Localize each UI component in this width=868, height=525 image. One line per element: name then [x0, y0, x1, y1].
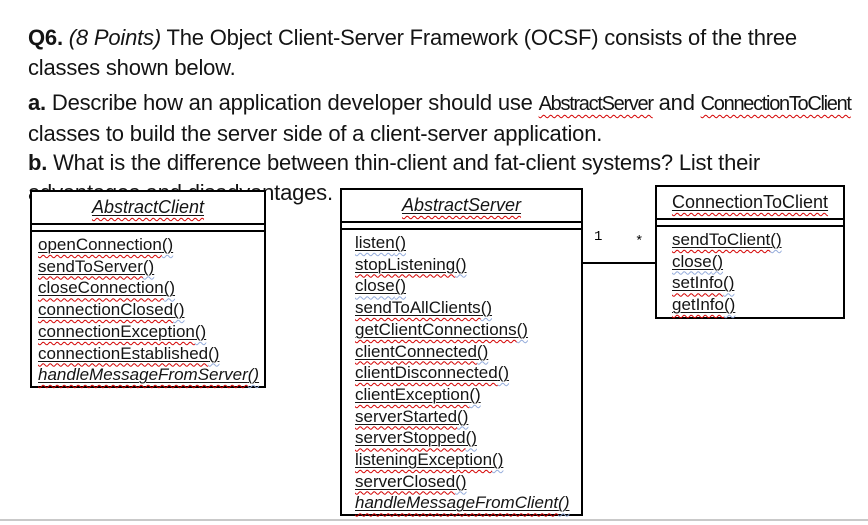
attributes-compartment: [32, 225, 264, 232]
part-b-label: b.: [28, 150, 48, 175]
method-list-abstractserver: listen() stopListening()close()sendToAllC…: [342, 230, 581, 514]
method-serverStopped: serverStopped(): [355, 428, 477, 448]
method-close: close(): [672, 251, 724, 271]
class-ref-connectiontoclient: ConnectionToClient: [700, 93, 852, 115]
method-serverStarted: serverStarted(): [355, 406, 469, 426]
method-handleMessageFromClient: handleMessageFromClient(): [355, 493, 570, 513]
method-getClientConnections: getClientConnections(): [355, 319, 528, 339]
question-points: (8 Points): [68, 25, 161, 50]
class-box-connectiontoclient: ConnectionToClient sendToClient() close()…: [655, 185, 845, 319]
method-clientConnected: clientConnected(): [355, 341, 489, 361]
class-title-abstractserver: AbstractServer: [342, 190, 581, 223]
method-openConnection: openConnection(): [38, 235, 174, 254]
method-close: close(): [355, 276, 407, 296]
method-sendToAllClients: sendToAllClients(): [355, 298, 493, 318]
part-a-text-before: Describe how an application developer sh…: [51, 90, 533, 115]
method-connectionClosed: connectionClosed(): [38, 300, 185, 320]
attributes-compartment: [657, 220, 843, 227]
method-listeningException: listeningException(): [355, 450, 504, 470]
method-handleMessageFromServer: handleMessageFromServer(): [38, 365, 260, 385]
method-connectionException: connectionException(): [38, 321, 207, 341]
method-clientDisconnected: clientDisconnected(): [355, 363, 510, 383]
method-sendToClient: sendToClient(): [672, 230, 782, 249]
question-text: The Object Client-Server Framework (OCSF…: [28, 25, 797, 80]
method-serverClosed: serverClosed(): [355, 471, 467, 491]
method-list-abstractclient: openConnection() sendToServer()closeConne…: [32, 232, 264, 386]
class-box-abstractclient: AbstractClient openConnection() sendToSer…: [30, 190, 266, 388]
multiplicity-one: 1: [594, 229, 603, 245]
method-setInfo: setInfo(): [672, 273, 735, 293]
method-clientException: clientException(): [355, 384, 481, 404]
question-number: Q6.: [28, 25, 63, 50]
association-line: [583, 262, 655, 264]
method-getInfo: getInfo(): [672, 295, 736, 315]
part-a: a. Describe how an application developer…: [28, 88, 868, 149]
method-connectionEstablished: connectionEstablished(): [38, 343, 220, 363]
method-stopListening: stopListening(): [355, 254, 467, 274]
page-edge-line: [0, 519, 868, 521]
part-a-text-between: and: [658, 90, 695, 115]
part-a-label: a.: [28, 90, 46, 115]
class-ref-abstractserver: AbstractServer: [538, 93, 654, 115]
class-title-connectiontoclient: ConnectionToClient: [657, 187, 843, 220]
class-title-abstractclient: AbstractClient: [32, 192, 264, 225]
method-listen: listen(): [355, 233, 407, 252]
multiplicity-many: *: [635, 234, 644, 250]
method-list-connectiontoclient: sendToClient() close()setInfo()getInfo(): [657, 227, 843, 316]
method-sendToServer: sendToServer(): [38, 256, 155, 276]
attributes-compartment: [342, 223, 581, 230]
class-box-abstractserver: AbstractServer listen()stopListening()cl…: [340, 188, 583, 516]
question-intro: Q6. (8 Points) The Object Client-Server …: [28, 23, 868, 83]
part-a-text-after: classes to build the server side of a cl…: [28, 121, 603, 146]
method-closeConnection: closeConnection(): [38, 278, 176, 298]
